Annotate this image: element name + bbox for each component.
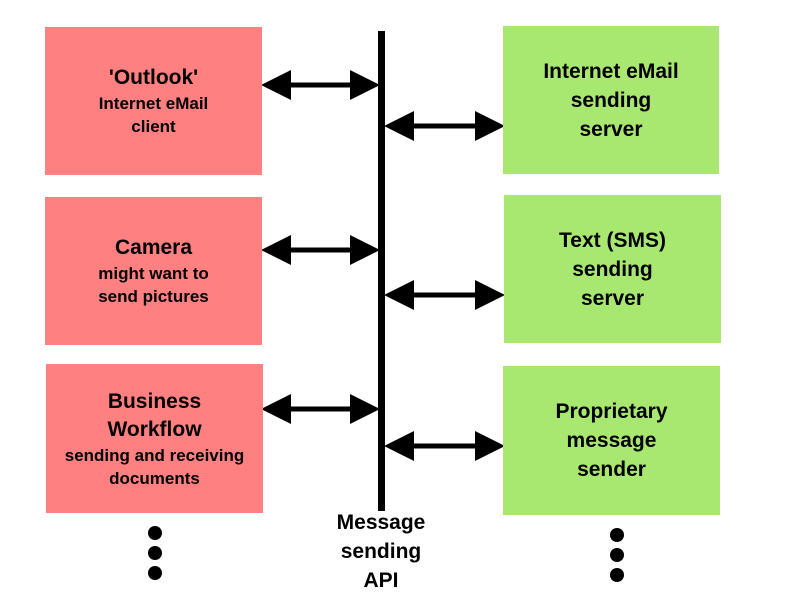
api-label-line: Message <box>336 511 426 534</box>
client-title: Camera <box>114 236 193 259</box>
sender-line: Proprietary <box>555 400 668 423</box>
api-label-line: API <box>363 569 399 592</box>
sender-line: sender <box>577 458 646 481</box>
client-title: Business <box>107 389 202 413</box>
dot <box>148 546 162 560</box>
client-subtitle: client <box>131 117 176 136</box>
dot <box>610 548 624 562</box>
client-title: 'Outlook' <box>108 66 199 89</box>
sender-line: sending <box>572 257 653 281</box>
sender-email-server: Internet eMail sending server <box>503 26 719 174</box>
sender-line: Text (SMS) <box>559 228 666 252</box>
dot <box>148 526 162 540</box>
api-bus-line <box>378 31 385 511</box>
api-label-line: sending <box>340 540 422 563</box>
client-subtitle: sending and receiving <box>64 445 245 465</box>
sender-sms-server: Text (SMS) sending server <box>504 195 721 343</box>
client-subtitle: send pictures <box>98 287 209 306</box>
sender-line: sending <box>570 88 652 112</box>
client-business-workflow: Business Workflow sending and receiving … <box>46 364 263 513</box>
api-label: Message sending API <box>311 508 451 595</box>
dot <box>148 566 162 580</box>
client-title: Workflow <box>107 417 202 441</box>
client-subtitle: might want to <box>98 264 209 283</box>
client-outlook: 'Outlook' Internet eMail client <box>45 27 262 175</box>
dot <box>610 568 624 582</box>
ellipsis-left <box>148 526 162 580</box>
sender-line: server <box>580 286 645 310</box>
client-subtitle: documents <box>109 468 200 488</box>
sender-line: Internet eMail <box>543 59 679 83</box>
client-camera: Camera might want to send pictures <box>45 197 262 345</box>
sender-line: server <box>579 117 643 141</box>
dot <box>610 528 624 542</box>
sender-proprietary: Proprietary message sender <box>503 366 720 515</box>
ellipsis-right <box>610 528 624 582</box>
sender-line: message <box>566 429 657 452</box>
client-subtitle: Internet eMail <box>98 94 209 113</box>
